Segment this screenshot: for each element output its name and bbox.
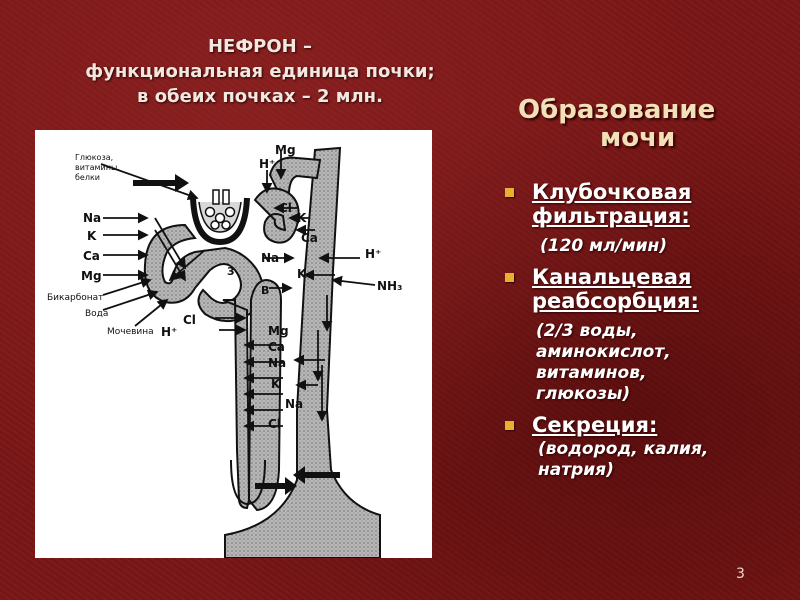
glomerulus (190, 189, 250, 246)
title-line-1: НЕФРОН – (207, 36, 313, 57)
bullet-icon (505, 273, 514, 282)
label-mg-loop: Mg (268, 324, 289, 338)
label-na-loop: Na (268, 356, 286, 370)
label-na-mid: Na (261, 251, 279, 265)
label-ca-loop: Ca (268, 340, 285, 354)
outflow-arrow-low (293, 466, 340, 484)
label-na-duct: Na (285, 397, 303, 411)
heading-line-1: Образование (518, 95, 716, 125)
label-cl-low: Cl (183, 313, 196, 327)
label-h-right: H⁺ (365, 247, 381, 261)
label-water: Вода (85, 309, 108, 319)
afferent-arrow (133, 174, 189, 192)
loop-thin-segment (230, 459, 266, 506)
item-label: Клубочковая фильтрация: (532, 180, 692, 228)
label-k-upper: K (297, 211, 307, 225)
label-ca-upper: Ca (301, 231, 318, 245)
label-mg-left: Mg (81, 269, 102, 283)
label-mg-top: Mg (275, 143, 296, 157)
process-list: Клубочковая фильтрация: (120 мл/мин) Кан… (500, 180, 790, 481)
nephron-diagram-svg: Глюкоза, витамины, белки Na K Ca Mg Бика… (47, 143, 402, 558)
label-h-low: H⁺ (161, 325, 177, 339)
label-glucose-2: витамины, (75, 163, 120, 172)
label-urea: Мочевина (107, 327, 154, 337)
list-item-reabsorption: Канальцевая реабсорбция: (2/3 воды, амин… (500, 265, 790, 405)
heading-line-2: мочи (600, 123, 676, 153)
label-nh3: NH₃ (377, 279, 402, 293)
title-line-3: в обеих почках – 2 млн. (137, 86, 383, 107)
bullet-icon (505, 421, 514, 430)
title-line-2: функциональная единица почки; (85, 61, 435, 82)
label-num-3: 3 (227, 265, 235, 278)
item-note: (водород, калия, натрия) (538, 439, 709, 480)
label-ca-left: Ca (83, 249, 100, 263)
bullet-icon (505, 188, 514, 197)
label-na-left: Na (83, 211, 101, 225)
label-glucose-3: белки (75, 173, 100, 182)
proximal-tubule (143, 223, 264, 322)
item-label: Секреция: (532, 413, 658, 437)
distal-tubule (253, 187, 300, 244)
list-item-secretion: Секреция: (водород, калия, натрия) (500, 413, 790, 481)
slide-number: 3 (736, 566, 745, 582)
inflow-arrow-low (255, 477, 297, 495)
label-cl-upper: Cl (279, 201, 292, 215)
left-arrows (100, 163, 206, 327)
slide-title: НЕФРОН – функциональная единица почки; в… (40, 34, 480, 109)
label-k-right: K (297, 267, 307, 281)
item-note: (120 мл/мин) (540, 236, 668, 256)
label-h-top: H⁺ (259, 157, 275, 171)
label-glucose-1: Глюкоза, (75, 153, 113, 162)
label-k-left: K (87, 229, 97, 243)
label-cl-loop: Cl (268, 417, 281, 431)
right-arrows (215, 152, 376, 432)
loop-descending-limb (222, 299, 251, 510)
item-label: Канальцевая реабсорбция: (532, 265, 699, 313)
list-item-filtration: Клубочковая фильтрация: (120 мл/мин) (500, 180, 790, 257)
label-b: B (261, 284, 269, 297)
item-note: (2/3 воды, аминокислот, витаминов, глюко… (536, 321, 671, 404)
section-heading: Образование мочи (518, 96, 748, 152)
nephron-diagram: Глюкоза, витамины, белки Na K Ca Mg Бика… (35, 130, 432, 558)
label-bicarbonate: Бикарбонат (47, 293, 103, 303)
label-k-loop: K (271, 377, 281, 391)
